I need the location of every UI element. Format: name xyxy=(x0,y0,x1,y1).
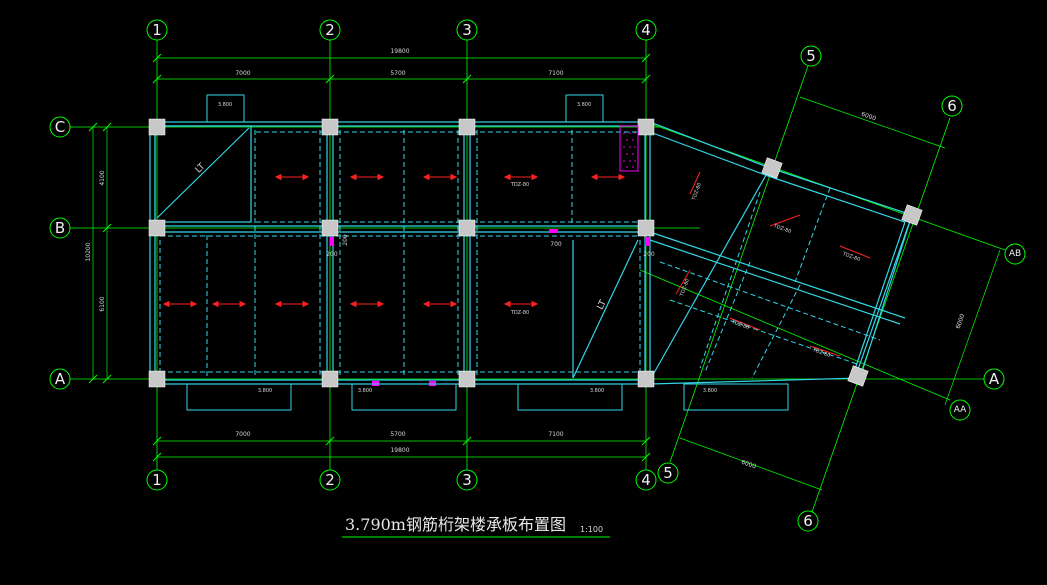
axis-skew-5-bottom: 5 xyxy=(663,464,673,482)
axis-skew-6-bottom: 6 xyxy=(803,512,813,530)
dim-left-span-2: 6100 xyxy=(99,296,106,311)
axis-left-a: A xyxy=(55,370,66,388)
level-top-right: 3.800 xyxy=(577,102,591,108)
dim-small-a3: 200 xyxy=(643,251,655,258)
dim-skew-right: 6000 xyxy=(955,313,967,330)
tdz-label-2: TDZ-80 xyxy=(510,310,529,316)
axis-top-2: 2 xyxy=(325,21,335,39)
axis-skew-ab: AB xyxy=(1009,249,1021,259)
axis-labels: 1 2 3 4 1 2 3 4 C B A 5 6 5 6 AB AA A xyxy=(55,21,1021,530)
beams xyxy=(149,121,913,385)
drawing-scale: 1:100 xyxy=(580,525,603,534)
dim-skew-top: 6000 xyxy=(860,111,877,123)
axis-left-b: B xyxy=(55,219,65,237)
level-bottom-1: 3.800 xyxy=(258,388,272,394)
dimension-lines xyxy=(88,53,1001,491)
axis-bottom-1: 1 xyxy=(152,471,162,489)
columns xyxy=(148,118,923,388)
tdz-label-7: TDZ-80 xyxy=(730,319,750,331)
drawing-title: 3.790m钢筋桁架楼承板布置图 xyxy=(345,515,566,534)
tdz-label-4: TDZ-80 xyxy=(772,223,792,235)
level-bottom-3: 3.800 xyxy=(590,388,604,394)
level-top-left: 3.800 xyxy=(218,102,232,108)
axis-bottom-3: 3 xyxy=(462,471,472,489)
dim-bottom-total: 19800 xyxy=(390,447,409,454)
axis-top-1: 1 xyxy=(152,21,162,39)
dim-small-a2: 200 xyxy=(326,251,338,258)
axis-skew-aa: AA xyxy=(954,405,967,415)
dim-top-span-1: 7000 xyxy=(235,70,250,77)
drawing-title-block: 3.790m钢筋桁架楼承板布置图 1:100 xyxy=(342,515,610,538)
slab-labels: TDZ-80 TDZ-80 TDZ-80 TDZ-80 TDZ-80 TDZ-8… xyxy=(194,161,861,359)
secondary-beams xyxy=(159,130,881,379)
dim-small-b: 700 xyxy=(550,241,562,248)
dim-left-span-1: 4100 xyxy=(99,170,106,185)
axis-top-4: 4 xyxy=(641,21,651,39)
axis-skew-6-top: 6 xyxy=(947,97,957,115)
axis-left-c: C xyxy=(55,118,65,136)
dim-bottom-span-2: 5700 xyxy=(390,431,405,438)
axis-bottom-2: 2 xyxy=(325,471,335,489)
tdz-label-3: TDZ-80 xyxy=(691,182,703,202)
dim-small-a1: 200 xyxy=(342,234,349,246)
axis-grid xyxy=(70,40,1006,513)
axis-bottom-4: 4 xyxy=(641,471,651,489)
level-texts: 3.800 3.800 3.800 3.800 3.800 3.800 xyxy=(218,102,717,394)
hatched-opening xyxy=(619,125,639,172)
tdz-label-1: TDZ-80 xyxy=(510,182,529,188)
dim-left-total: 10200 xyxy=(85,242,92,261)
dimension-texts: 19800 7000 5700 7100 7000 5700 7100 1980… xyxy=(85,48,967,471)
tdz-label-6: TDZ-80 xyxy=(679,278,691,298)
dim-bottom-span-1: 7000 xyxy=(235,431,250,438)
axis-skew-5-top: 5 xyxy=(806,47,816,65)
axis-bubbles xyxy=(49,19,1026,532)
tdz-label-5: TDZ-80 xyxy=(841,251,861,263)
stair-label-1: LT xyxy=(194,161,208,175)
dim-top-span-2: 5700 xyxy=(390,70,405,77)
dim-bottom-span-3: 7100 xyxy=(548,431,563,438)
axis-top-3: 3 xyxy=(462,21,472,39)
level-bottom-2: 3.800 xyxy=(358,388,372,394)
axis-right-a: A xyxy=(989,370,1000,388)
dim-skew-bottom: 6000 xyxy=(740,459,757,471)
level-tag-boxes xyxy=(186,94,789,411)
level-bottom-4: 3.800 xyxy=(703,388,717,394)
stair-label-2: LT xyxy=(596,298,609,311)
dim-top-span-3: 7100 xyxy=(548,70,563,77)
dim-top-total: 19800 xyxy=(390,48,409,55)
span-arrows xyxy=(162,171,871,357)
